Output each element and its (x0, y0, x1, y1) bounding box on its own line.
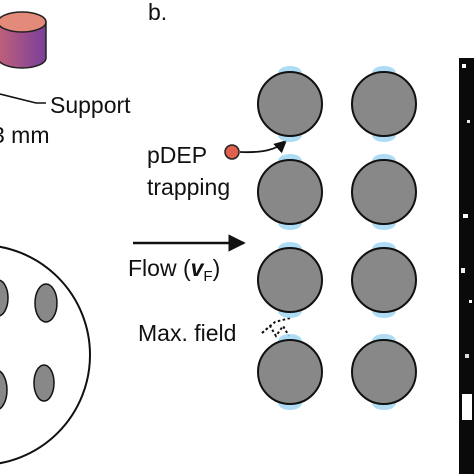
pillar (351, 71, 417, 137)
pdep-label: pDEP (147, 142, 207, 168)
micrograph-spot (462, 64, 466, 68)
pdep-arrow (239, 140, 287, 154)
max-field-label: Max. field (138, 320, 236, 346)
micrograph-strip (459, 58, 474, 474)
micrograph-spot (469, 300, 472, 303)
micrograph-spot (463, 214, 468, 218)
pillar (351, 247, 417, 313)
trapped-particle (224, 144, 240, 160)
overview-pillar (33, 364, 55, 402)
overview-pillar (0, 369, 8, 411)
flow-subscript: F (203, 268, 212, 285)
trapping-label: trapping (147, 174, 230, 200)
max-field-pointer (261, 324, 290, 338)
pillar (257, 159, 323, 225)
micrograph-spot (465, 354, 469, 358)
pillar (351, 159, 417, 225)
max-field-pointer-top (261, 317, 291, 334)
pillar (257, 339, 323, 405)
pillar (257, 71, 323, 137)
pillar-array (257, 66, 417, 410)
panel-b-label: b. (148, 0, 167, 25)
overview-pillar (0, 279, 9, 317)
micrograph-spot (461, 268, 465, 273)
array-overview-circle (0, 245, 91, 465)
dimension-label: 3 mm (0, 122, 50, 148)
left-panel: Support 3 mm (0, 11, 131, 465)
flow-velocity-symbol: v (191, 255, 205, 281)
micrograph-spot (462, 394, 472, 420)
pillar (257, 247, 323, 313)
flow-suffix: ) (213, 255, 221, 281)
support-label: Support (50, 92, 131, 118)
micrograph-spot (467, 120, 470, 123)
flow-label: Flow (vF) (128, 255, 220, 285)
pillar (351, 339, 417, 405)
flow-prefix: Flow ( (128, 255, 191, 281)
overview-pillar (34, 283, 58, 323)
support-leader-line (0, 93, 46, 104)
support-disk (0, 11, 47, 69)
